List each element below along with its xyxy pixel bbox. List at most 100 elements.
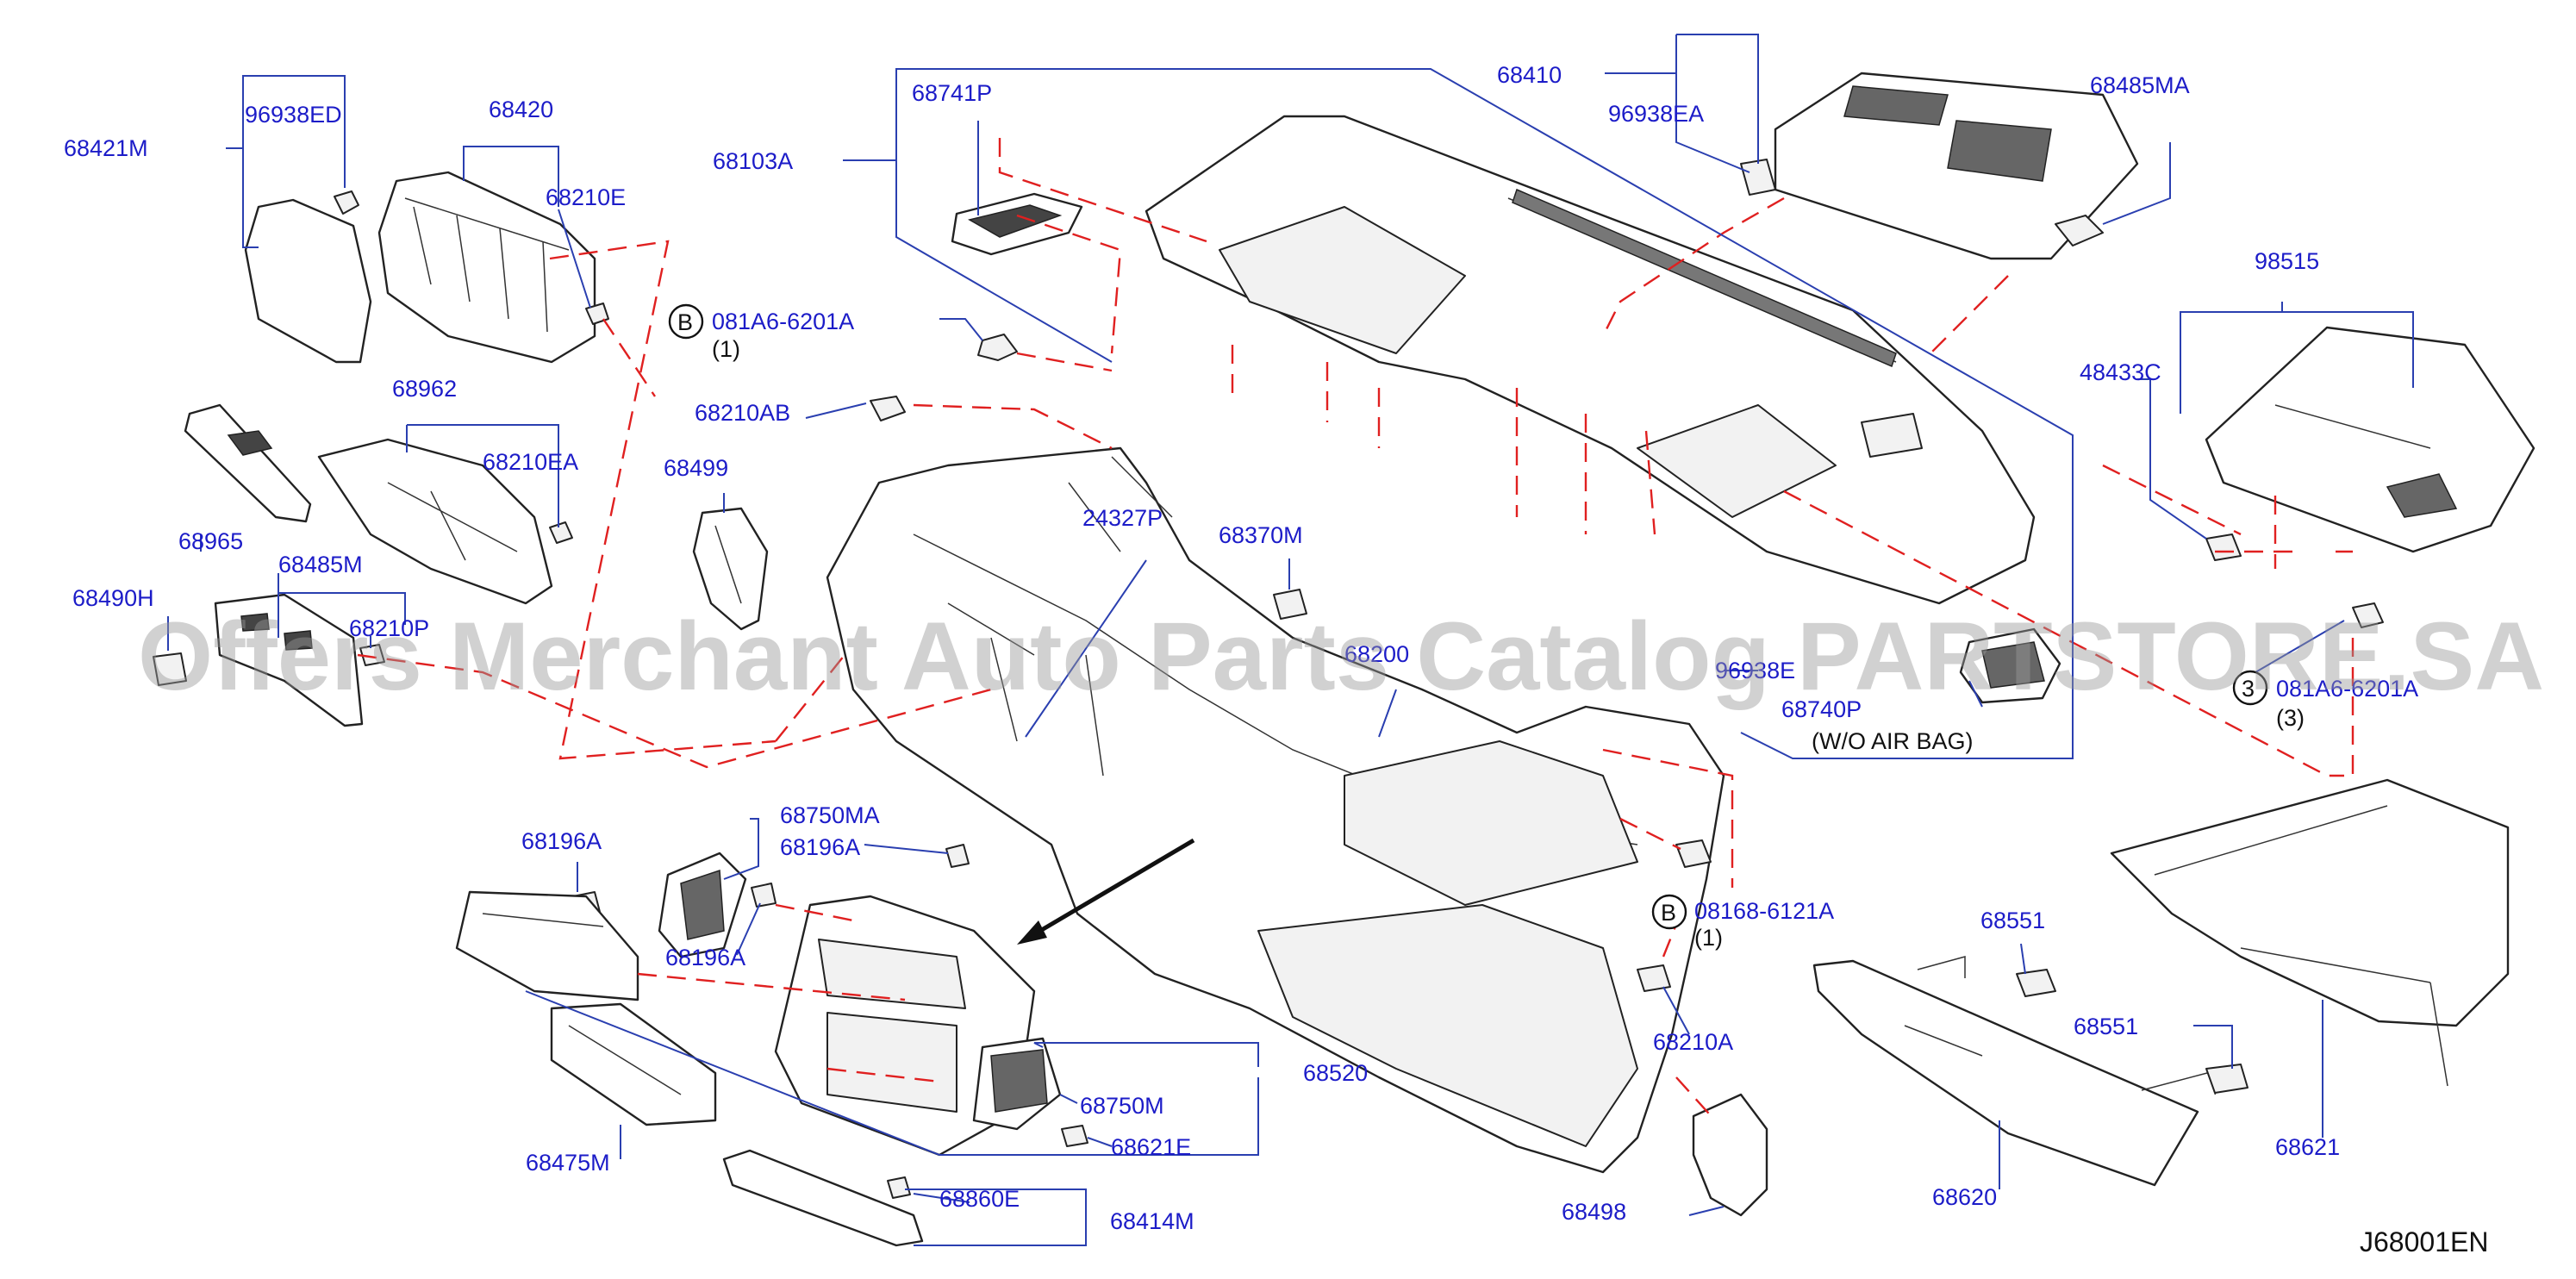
part-68551-stopper-2[interactable] [2205,1064,2249,1094]
label-68210AB[interactable]: 68210AB [695,400,790,426]
label-96938ED[interactable]: 96938ED [245,102,342,128]
bolt-ref-3[interactable]: B 08168-6121A (1) [1651,894,1834,951]
part-68490H-switch[interactable] [153,652,187,686]
bolt-ref-2-part: 081A6-6201A [2276,676,2418,702]
bolt-081A6-6201A-right[interactable] [2352,602,2384,628]
bolt-ref-1[interactable]: B 081A6-6201A (1) [668,303,854,362]
dashed-guides [357,138,2355,1121]
label-68741P[interactable]: 68741P [912,80,992,106]
part-68200-dash-frame[interactable] [826,446,1725,1174]
part-68860E-clip[interactable] [887,1176,911,1199]
part-68621-glove-box[interactable] [2110,778,2510,1087]
label-68410[interactable]: 68410 [1497,62,1562,88]
part-68210EA-clip[interactable] [549,521,573,544]
part-68962-lower-cover[interactable] [317,438,553,605]
bolt-ref-1-symbol: B [677,309,693,335]
bolt-ref-1-circle [668,303,704,340]
part-left-finisher[interactable] [455,890,639,1001]
bolt-references: B 081A6-6201A (1) 3 081A6-6201A (3) B 08… [668,303,2418,951]
bolt-ref-3-qty: (1) [1694,925,1723,951]
label-68210A[interactable]: 68210A [1653,1029,1733,1055]
part-68196A-screw-2[interactable] [945,844,970,868]
part-68414M-lower-trim[interactable] [722,1149,924,1247]
part-68485MA-cap[interactable] [2055,215,2104,246]
label-68621E[interactable]: 68621E [1111,1134,1191,1160]
label-68485M[interactable]: 68485M [278,552,363,577]
label-68210E[interactable]: 68210E [546,184,626,210]
label-68196A-center[interactable]: 68196A [780,834,860,860]
part-68410-top-cover[interactable] [1774,72,2139,260]
label-68965[interactable]: 68965 [178,528,243,554]
part-labels: 68421M 96938ED 68420 68210E 68962 68210E… [64,62,2340,1234]
part-68485M-bracket[interactable] [214,593,364,727]
label-68103A[interactable]: 68103A [713,148,793,174]
label-68551-upper[interactable]: 68551 [1980,908,2045,933]
part-68965-switch-panel[interactable] [184,403,312,523]
part-68421M-cover[interactable] [244,198,372,364]
label-68750MA[interactable]: 68750MA [780,802,880,828]
label-68370M[interactable]: 68370M [1219,522,1303,548]
label-68210P[interactable]: 68210P [349,615,429,641]
part-68103A-upper-panel[interactable] [1145,115,2036,605]
part-68475M-pocket[interactable] [550,1002,717,1126]
part-68750MA-vent[interactable] [658,852,747,958]
part-68498-side-cap[interactable] [1692,1093,1768,1217]
part-96938EA-clip[interactable] [1740,159,1776,196]
label-68196A-lower[interactable]: 68196A [665,945,745,970]
label-68414M[interactable]: 68414M [1110,1208,1194,1234]
label-68551-lower[interactable]: 68551 [2074,1014,2138,1039]
label-98515[interactable]: 98515 [2255,248,2319,274]
part-68210E-clip[interactable] [585,303,609,325]
label-68210EA[interactable]: 68210EA [483,449,578,475]
bolt-ref-2[interactable]: 3 081A6-6201A (3) [2232,670,2418,731]
part-68551-stopper-1[interactable] [2016,969,2056,997]
part-68750M-vent[interactable] [972,1037,1062,1131]
part-96938ED-clip[interactable] [334,190,359,215]
part-68741P-side-vent[interactable] [951,192,1083,256]
leader-lines [167,34,2414,1246]
label-68475M[interactable]: 68475M [526,1150,610,1176]
label-68740P[interactable]: 68740P [1781,696,1862,722]
part-68196A-screw-3[interactable] [751,883,777,908]
bolt-ref-2-symbol: 3 [2242,676,2255,702]
part-68370M-bracket[interactable] [1273,589,1307,620]
part-68210P-clip[interactable] [359,644,385,666]
part-68621E-clip[interactable] [1061,1125,1088,1147]
part-68620-glove-box-lid[interactable] [1812,956,2225,1187]
label-68520[interactable]: 68520 [1303,1060,1368,1086]
label-68860E[interactable]: 68860E [939,1186,1020,1212]
bolt-ref-2-circle [2232,670,2268,706]
label-96938EA[interactable]: 96938EA [1608,101,1704,127]
label-96938E[interactable]: 96938E [1715,658,1795,683]
part-98515-airbag[interactable] [2205,326,2535,553]
label-24327P[interactable]: 24327P [1082,505,1163,531]
part-68499-duct[interactable] [692,507,769,631]
part-68420-housing[interactable] [377,171,596,364]
part-68210A-clip[interactable] [1637,964,1671,992]
bolt-ref-3-part: 08168-6121A [1694,898,1834,924]
note-wo-air-bag: (W/O AIR BAG) [1812,728,1974,754]
bolt-081A6-6201A-left[interactable] [977,334,1018,361]
bolt-08168-6121A[interactable] [1675,839,1712,868]
part-48433C-bolt[interactable] [2205,533,2242,561]
part-68210AB-clip[interactable] [870,396,906,421]
label-68200[interactable]: 68200 [1344,641,1409,667]
part-68740P-center-vent[interactable] [1959,627,2061,704]
label-68962[interactable]: 68962 [392,376,457,402]
label-68420[interactable]: 68420 [489,97,553,122]
bolt-ref-1-part: 081A6-6201A [712,309,854,334]
label-68498[interactable]: 68498 [1562,1199,1626,1225]
label-68421M[interactable]: 68421M [64,135,148,161]
label-68620[interactable]: 68620 [1932,1184,1997,1210]
label-68196A-left[interactable]: 68196A [521,828,602,854]
label-68750M[interactable]: 68750M [1080,1093,1164,1119]
label-68621[interactable]: 68621 [2275,1134,2340,1160]
bolt-ref-3-symbol: B [1661,900,1676,926]
label-68490H[interactable]: 68490H [72,585,154,611]
label-48433C[interactable]: 48433C [2080,359,2161,385]
label-68499[interactable]: 68499 [664,455,728,481]
part-drawings [153,72,2535,1247]
label-68485MA[interactable]: 68485MA [2090,72,2190,98]
